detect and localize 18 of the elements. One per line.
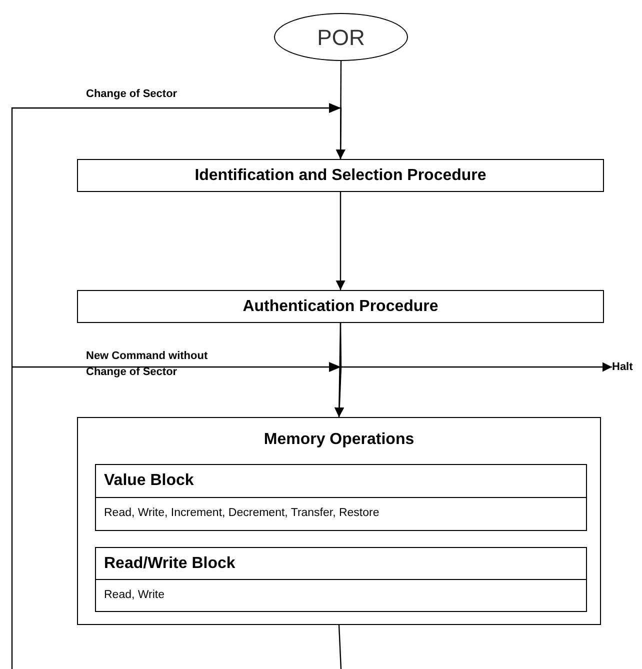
terminal-label: Halt <box>612 358 642 376</box>
edge-label: New Command without Change of Sector <box>86 349 209 380</box>
arrow <box>12 362 344 418</box>
arrow <box>11 103 346 669</box>
arrow <box>340 323 612 372</box>
process-box: Identification and Selection Procedure <box>77 159 604 192</box>
block-box <box>95 464 587 531</box>
operations-list: Read, Write <box>96 579 586 611</box>
operations-list: Read, Write, Increment, Decrement, Transfer, Restore <box>96 497 586 530</box>
group-title: Memory Operations <box>262 430 416 450</box>
group-box <box>77 417 601 625</box>
block-title: Value Block <box>103 471 195 491</box>
block-title: Read/Write Block <box>103 554 236 574</box>
start-ellipse: POR <box>274 13 408 61</box>
process-box: Authentication Procedure <box>77 290 604 323</box>
arrow <box>336 192 346 290</box>
edge-label: Change of Sector <box>86 87 178 102</box>
block-box <box>95 547 587 612</box>
